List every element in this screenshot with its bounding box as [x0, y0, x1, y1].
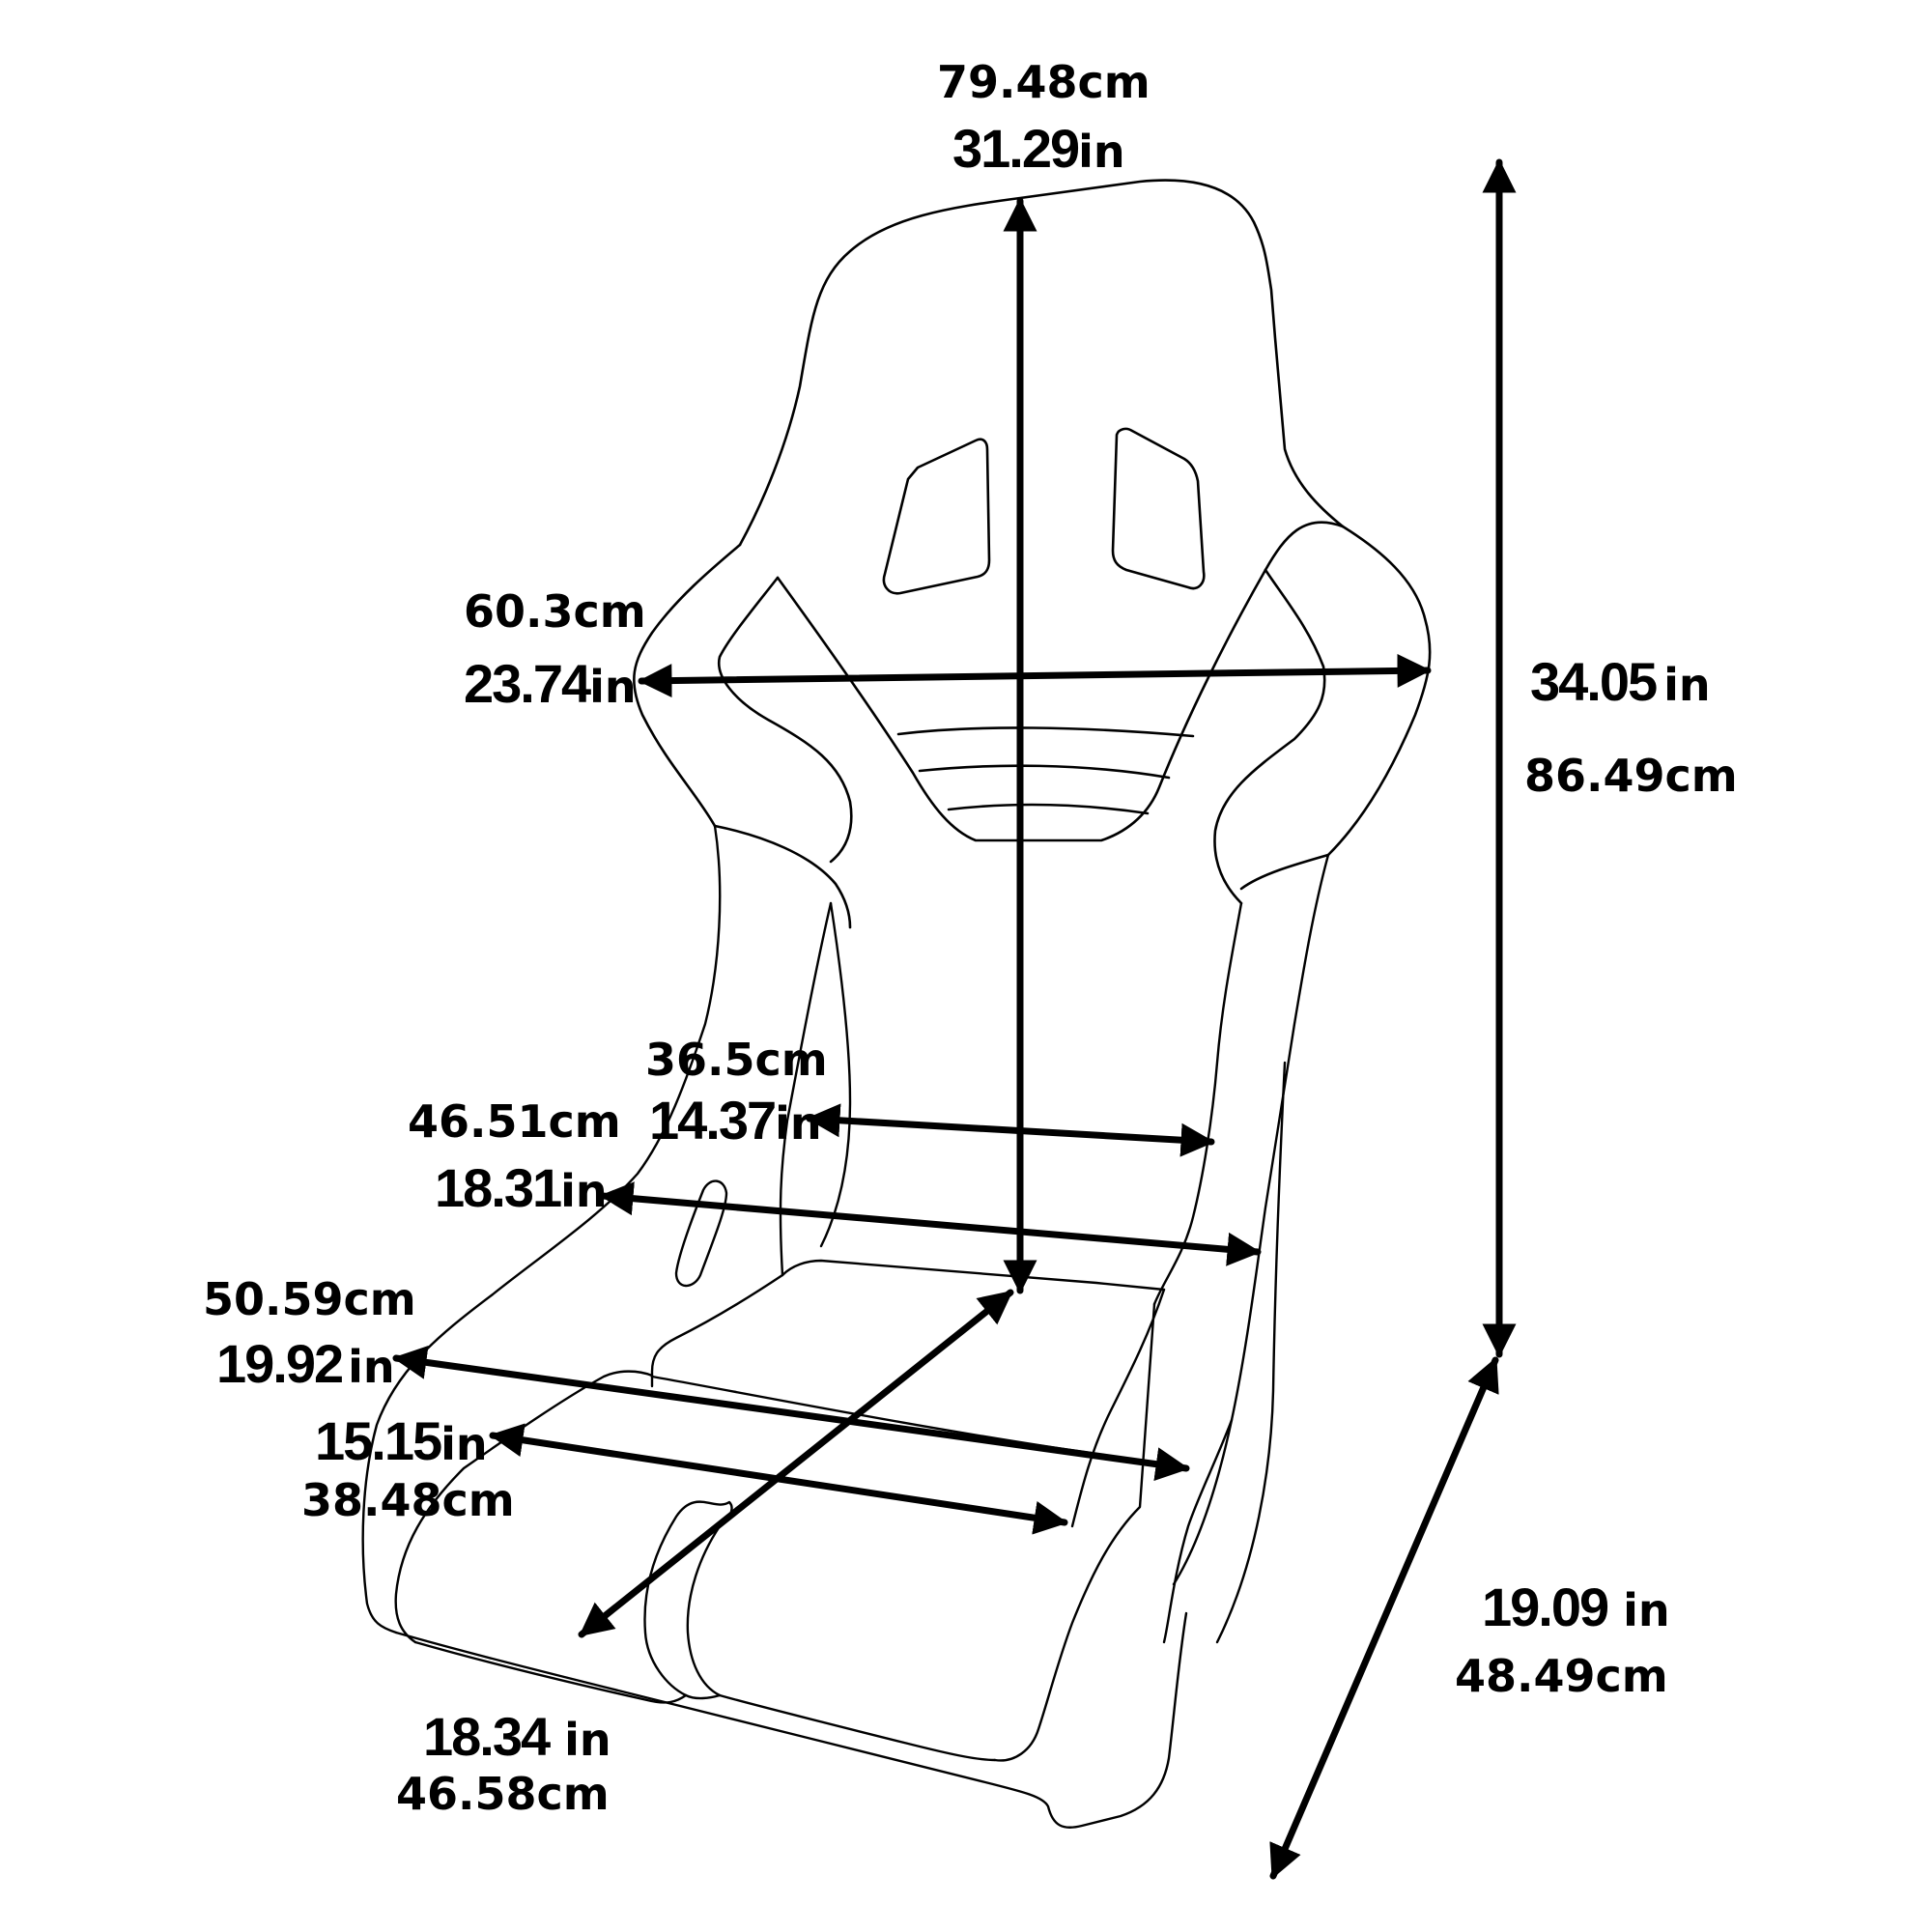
shoulder-width-in-unit: in	[589, 661, 637, 713]
seat-depth-in-label: 18.34 in	[423, 1710, 611, 1764]
seat-outer-width-cm-label: 50.59cm	[203, 1273, 416, 1325]
seat-backrest-outline	[632, 179, 1432, 929]
inner-back-width-in-label: 14.37in	[649, 1094, 822, 1148]
seat-inner-width-in-value: 15.15	[315, 1410, 442, 1471]
seat-inner-width-cm-label: 38.48cm	[301, 1474, 515, 1526]
backrest-height-in-label: 31.29in	[952, 122, 1125, 176]
arrow-seat-depth	[578, 1289, 1014, 1638]
dimension-arrows	[392, 158, 1517, 1880]
seat-depth-in-unit: in	[549, 1714, 611, 1766]
backrest-height-in-value: 31.29	[952, 118, 1080, 179]
overall-height-in-unit: in	[1663, 659, 1711, 711]
arrow-seat-outer-width	[392, 1346, 1190, 1481]
inner-back-width-cm-label: 36.5cm	[645, 1034, 828, 1086]
seat-outer-width-in-unit: in	[348, 1341, 395, 1393]
seat-outer-width-in-value: 19.92	[216, 1333, 344, 1394]
shoulder-width-cm-label: 60.3cm	[464, 585, 646, 638]
seat-depth-cm-label: 46.58cm	[396, 1768, 610, 1820]
overall-depth-cm-label: 48.49cm	[1455, 1650, 1668, 1702]
seat-inner-width-in-label: 15.15in	[315, 1414, 488, 1468]
inner-back-width-in-unit: in	[775, 1097, 822, 1150]
backrest-height-cm-label: 79.48cm	[937, 56, 1151, 108]
overall-depth-in-label: 19.09 in	[1482, 1580, 1670, 1634]
arrow-shoulder-width	[638, 653, 1432, 698]
shoulder-width-in-value: 23.74	[464, 653, 591, 714]
inner-back-width-in-value: 14.37	[649, 1090, 777, 1151]
overall-height-in-value: 34.05	[1530, 651, 1658, 712]
seat-depth-in-value: 18.34	[423, 1706, 551, 1767]
hip-width-in-label: 18.31in	[435, 1161, 608, 1215]
hip-width-in-value: 18.31	[435, 1157, 562, 1218]
overall-height-cm-label: 86.49cm	[1524, 750, 1738, 802]
hip-width-in-unit: in	[560, 1165, 608, 1217]
hip-width-cm-label: 46.51cm	[408, 1095, 621, 1148]
seat-inner-width-in-unit: in	[440, 1418, 488, 1470]
arrow-overall-depth	[1269, 1356, 1499, 1880]
backrest-height-in-unit: in	[1078, 126, 1125, 178]
arrow-inner-back-width	[806, 1103, 1215, 1157]
overall-depth-in-unit: in	[1607, 1584, 1670, 1636]
overall-depth-in-value: 19.09	[1482, 1577, 1609, 1637]
arrow-hip-width	[599, 1181, 1262, 1266]
shoulder-width-in-label: 23.74in	[464, 657, 637, 711]
